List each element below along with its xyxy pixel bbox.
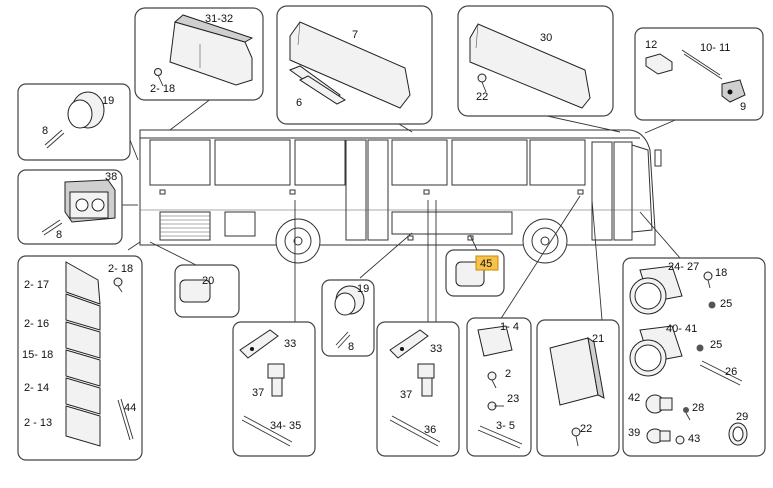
label-2-14: 2- 14 (24, 382, 49, 394)
label-2-mid: 2 (505, 368, 511, 380)
label-19-top: 19 (102, 95, 114, 107)
label-7: 7 (352, 29, 358, 41)
callout-box-21: 21 22 (536, 319, 620, 457)
label-39: 39 (628, 427, 640, 439)
label-2-13: 2 - 13 (24, 417, 52, 429)
callout-box-45[interactable]: 45 (445, 249, 505, 297)
label-22-low: 22 (580, 423, 592, 435)
callout-box-19-top: 19 8 (17, 83, 131, 161)
label-43: 43 (688, 433, 700, 445)
label-8-low: 8 (348, 341, 354, 353)
callout-box-7: 7 6 (276, 5, 433, 125)
callout-box-rear-lamps: 2- 17 2- 18 2- 16 15- 18 2- 14 2 - 13 44 (17, 255, 143, 461)
label-12: 12 (645, 39, 657, 51)
label-25-a: 25 (720, 298, 732, 310)
label-33-a: 33 (284, 338, 296, 350)
label-45: 45 (480, 258, 492, 270)
label-44: 44 (124, 402, 136, 414)
label-24-27: 24- 27 (668, 261, 699, 273)
label-8-top: 8 (42, 125, 48, 137)
callout-box-1-4: 1- 4 2 23 3- 5 (466, 317, 532, 457)
label-9: 9 (740, 101, 746, 113)
label-10-11: 10- 11 (700, 42, 730, 54)
callout-box-19-mid: 19 8 (321, 279, 375, 357)
label-38: 38 (105, 171, 117, 183)
label-2-18-left: 2- 18 (108, 263, 133, 275)
label-22-top: 22 (476, 91, 488, 103)
callout-box-12: 12 10- 11 9 (634, 27, 764, 121)
label-15-18: 15- 18 (22, 349, 53, 361)
label-29: 29 (736, 411, 748, 423)
label-25-b: 25 (710, 339, 722, 351)
label-2-17: 2- 17 (24, 279, 49, 291)
label-3-5: 3- 5 (496, 420, 515, 432)
label-6: 6 (296, 97, 302, 109)
label-28: 28 (692, 402, 704, 414)
label-37-a: 37 (252, 387, 264, 399)
label-42: 42 (628, 392, 640, 404)
label-2-16: 2- 16 (24, 318, 49, 330)
label-20: 20 (202, 275, 214, 287)
callout-box-20: 20 (174, 264, 240, 318)
label-19-mid: 19 (357, 283, 369, 295)
bus-body (139, 129, 662, 264)
label-1-4: 1- 4 (500, 321, 519, 333)
label-37-b: 37 (400, 389, 412, 401)
label-2-18-top: 2- 18 (150, 83, 175, 95)
callout-box-33-b: 33 37 36 (376, 321, 460, 457)
label-21: 21 (592, 333, 604, 345)
label-26: 26 (725, 366, 737, 378)
label-36: 36 (424, 424, 436, 436)
callout-box-33-a: 33 37 34- 35 (232, 321, 316, 457)
label-34-35: 34- 35 (270, 420, 301, 432)
callout-box-31-32: 31-32 2- 18 (134, 7, 264, 101)
callout-box-30: 30 22 (457, 5, 614, 117)
label-30: 30 (540, 32, 552, 44)
callout-box-headlamps: 24- 27 18 25 40- 41 25 26 42 28 29 39 43 (622, 257, 766, 457)
label-23: 23 (507, 393, 519, 405)
label-8-mid: 8 (56, 229, 62, 241)
highlight-marker (475, 255, 499, 271)
callout-box-38: 38 8 (17, 169, 123, 245)
label-33-b: 33 (430, 343, 442, 355)
label-40-41: 40- 41 (666, 323, 697, 335)
label-18-right: 18 (715, 267, 727, 279)
label-31-32: 31-32 (205, 13, 233, 25)
